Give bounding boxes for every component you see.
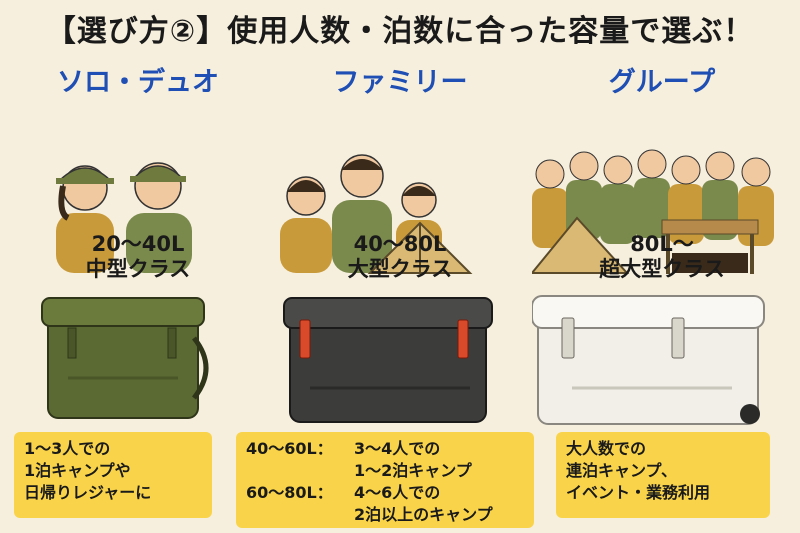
person-woman [56, 165, 114, 273]
capacity-range: 40〜80L [353, 232, 447, 256]
page-title: 【選び方②】使用人数・泊数に合った容量で選ぶ！ [45, 14, 755, 49]
large-cooler-image [283, 297, 493, 423]
group-people-illustration [532, 149, 774, 274]
capacity-range: 20〜40L [91, 232, 185, 256]
note-row: 1〜2泊キャンプ [246, 460, 524, 482]
note-solo-duo: 1〜3人での 1泊キャンプや 日帰りレジャーに [14, 432, 212, 518]
note-line: 2泊以上のキャンプ [354, 505, 493, 524]
category-group: グループ 80L〜 超大型クラス [532, 60, 792, 530]
event-canopy [661, 219, 759, 274]
note-line: 1〜3人での [24, 439, 111, 458]
note-spacer [246, 504, 354, 526]
capacity-caption: 80L〜 超大型クラス [532, 232, 792, 282]
extra-large-cooler-image [532, 295, 765, 425]
note-row: 2泊以上のキャンプ [246, 504, 524, 526]
capacity-class: 大型クラス [347, 257, 453, 281]
note-group: 大人数での 連泊キャンプ、 イベント・業務利用 [556, 432, 770, 518]
capacity-caption: 20〜40L 中型クラス [8, 232, 268, 282]
person-man [126, 162, 192, 273]
solo-duo-people-illustration [56, 162, 192, 273]
note-line: 連泊キャンプ、 [566, 461, 678, 480]
capacity-caption: 40〜80L 大型クラス [270, 232, 530, 282]
note-range: 40〜60L： [246, 439, 333, 458]
note-line: 1〜2泊キャンプ [354, 461, 472, 480]
tent-icon [367, 221, 473, 274]
note-line: 3〜4人での [354, 439, 441, 458]
note-spacer [246, 460, 354, 482]
family-people-illustration [280, 154, 473, 274]
note-family: 40〜60L： 3〜4人での 1〜2泊キャンプ 60〜80L： 4〜6人での 2… [236, 432, 534, 528]
note-row: 60〜80L： 4〜6人での [246, 482, 524, 504]
note-range: 60〜80L： [246, 483, 333, 502]
category-family: ファミリー 40〜80L 大型クラス [270, 60, 530, 530]
category-label: ファミリー [332, 67, 468, 98]
note-line: 1泊キャンプや [24, 461, 131, 480]
capacity-range: 80L〜 [630, 232, 694, 256]
note-row: 40〜60L： 3〜4人での [246, 438, 524, 460]
person-woman [280, 176, 332, 273]
category-solo-duo: ソロ・デュオ 20〜40L 中型クラス [8, 60, 268, 530]
category-label: ソロ・デュオ [57, 67, 219, 98]
note-line: 日帰りレジャーに [24, 483, 152, 502]
note-line: 4〜6人での [354, 483, 441, 502]
person-man [332, 154, 392, 273]
note-line: イベント・業務利用 [566, 483, 711, 502]
category-label: グループ [608, 67, 716, 98]
note-line: 大人数での [566, 439, 647, 458]
tent-icon [532, 216, 630, 274]
medium-cooler-image [41, 297, 209, 419]
capacity-class: 超大型クラス [599, 257, 725, 281]
capacity-class: 中型クラス [85, 257, 191, 281]
